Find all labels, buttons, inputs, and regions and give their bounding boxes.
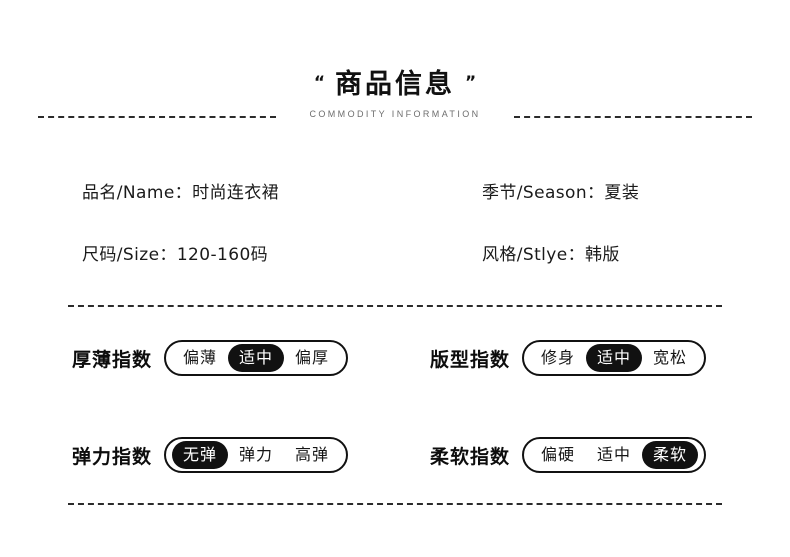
page-subtitle: COMMODITY INFORMATION (309, 109, 481, 119)
index-softness: 柔软指数 偏硬 适中 柔软 (430, 437, 707, 473)
index-option[interactable]: 高弹 (295, 445, 330, 464)
info-row: 品名/Name：时尚连衣裙 季节/Season：夏装 (0, 178, 790, 240)
index-row: 弹力指数 无弹 弹力 高弹 柔软指数 偏硬 适中 柔软 (0, 437, 790, 534)
index-option[interactable]: 宽松 (653, 348, 688, 367)
divider-bottom (68, 503, 722, 505)
page-title-text: 商品信息 (335, 69, 455, 100)
index-list: 厚薄指数 偏薄 适中 偏厚 版型指数 修身 适中 宽松 弹力指数 (0, 340, 790, 534)
index-fit: 版型指数 修身 适中 宽松 (430, 340, 707, 376)
index-label: 版型指数 (430, 348, 511, 371)
title-block: “ 商品信息 ” COMMODITY INFORMATION (185, 68, 605, 119)
info-row: 尺码/Size：120-160码 风格/Stlye：韩版 (0, 240, 790, 302)
index-option[interactable]: 偏厚 (295, 348, 330, 367)
info-name: 品名/Name：时尚连衣裙 (82, 183, 280, 203)
quote-right-icon: ” (465, 73, 477, 93)
index-option-group: 偏硬 适中 柔软 (522, 437, 707, 473)
index-option-group: 修身 适中 宽松 (522, 340, 707, 376)
quote-left-icon: “ (313, 73, 325, 93)
info-season: 季节/Season：夏装 (482, 183, 640, 203)
index-option[interactable]: 弹力 (239, 445, 274, 464)
info-style: 风格/Stlye：韩版 (482, 245, 620, 265)
info-size: 尺码/Size：120-160码 (82, 245, 269, 265)
index-option-group: 无弹 弹力 高弹 (164, 437, 349, 473)
index-option[interactable]: 适中 (597, 445, 632, 464)
header: “ 商品信息 ” COMMODITY INFORMATION (0, 68, 790, 128)
index-option-group: 偏薄 适中 偏厚 (164, 340, 349, 376)
product-info-list: 品名/Name：时尚连衣裙 季节/Season：夏装 尺码/Size：120-1… (0, 178, 790, 302)
index-option-selected[interactable]: 适中 (586, 344, 643, 372)
index-option[interactable]: 偏薄 (183, 348, 218, 367)
index-elasticity: 弹力指数 无弹 弹力 高弹 (72, 437, 349, 473)
index-option-selected[interactable]: 适中 (228, 344, 285, 372)
divider-top (68, 305, 722, 307)
index-label: 厚薄指数 (72, 348, 153, 371)
index-option-selected[interactable]: 无弹 (172, 441, 229, 469)
index-row: 厚薄指数 偏薄 适中 偏厚 版型指数 修身 适中 宽松 (0, 340, 790, 437)
page-title: “ 商品信息 ” (185, 68, 605, 102)
header-rule-left (38, 116, 276, 118)
index-option[interactable]: 修身 (541, 348, 576, 367)
index-label: 柔软指数 (430, 445, 511, 468)
index-option-selected[interactable]: 柔软 (642, 441, 699, 469)
header-rule-right (514, 116, 752, 118)
index-option[interactable]: 偏硬 (541, 445, 576, 464)
index-thickness: 厚薄指数 偏薄 适中 偏厚 (72, 340, 349, 376)
index-label: 弹力指数 (72, 445, 153, 468)
